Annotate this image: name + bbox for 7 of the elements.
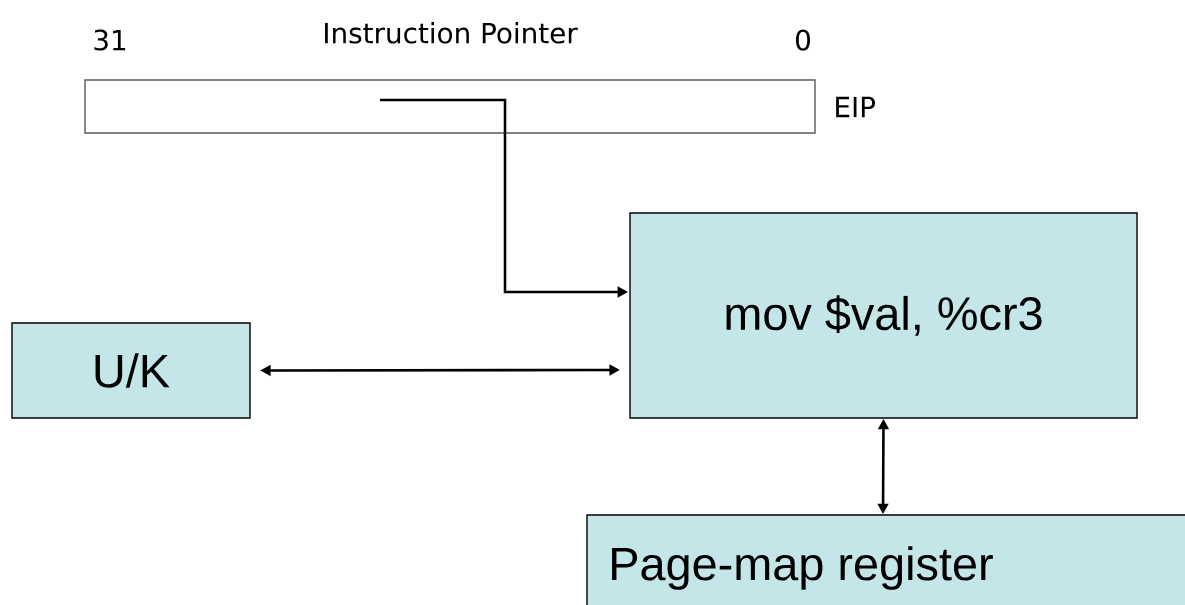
register-title: Instruction Pointer <box>325 22 578 44</box>
box-label: Page-map register <box>612 546 993 590</box>
bit-number: 0 <box>796 29 810 51</box>
bit-number: 31 <box>94 29 126 51</box>
register-name: EIP <box>836 96 876 118</box>
process-box: mov $val, %cr3 <box>629 212 1138 419</box>
process-box: U/K <box>11 322 251 419</box>
